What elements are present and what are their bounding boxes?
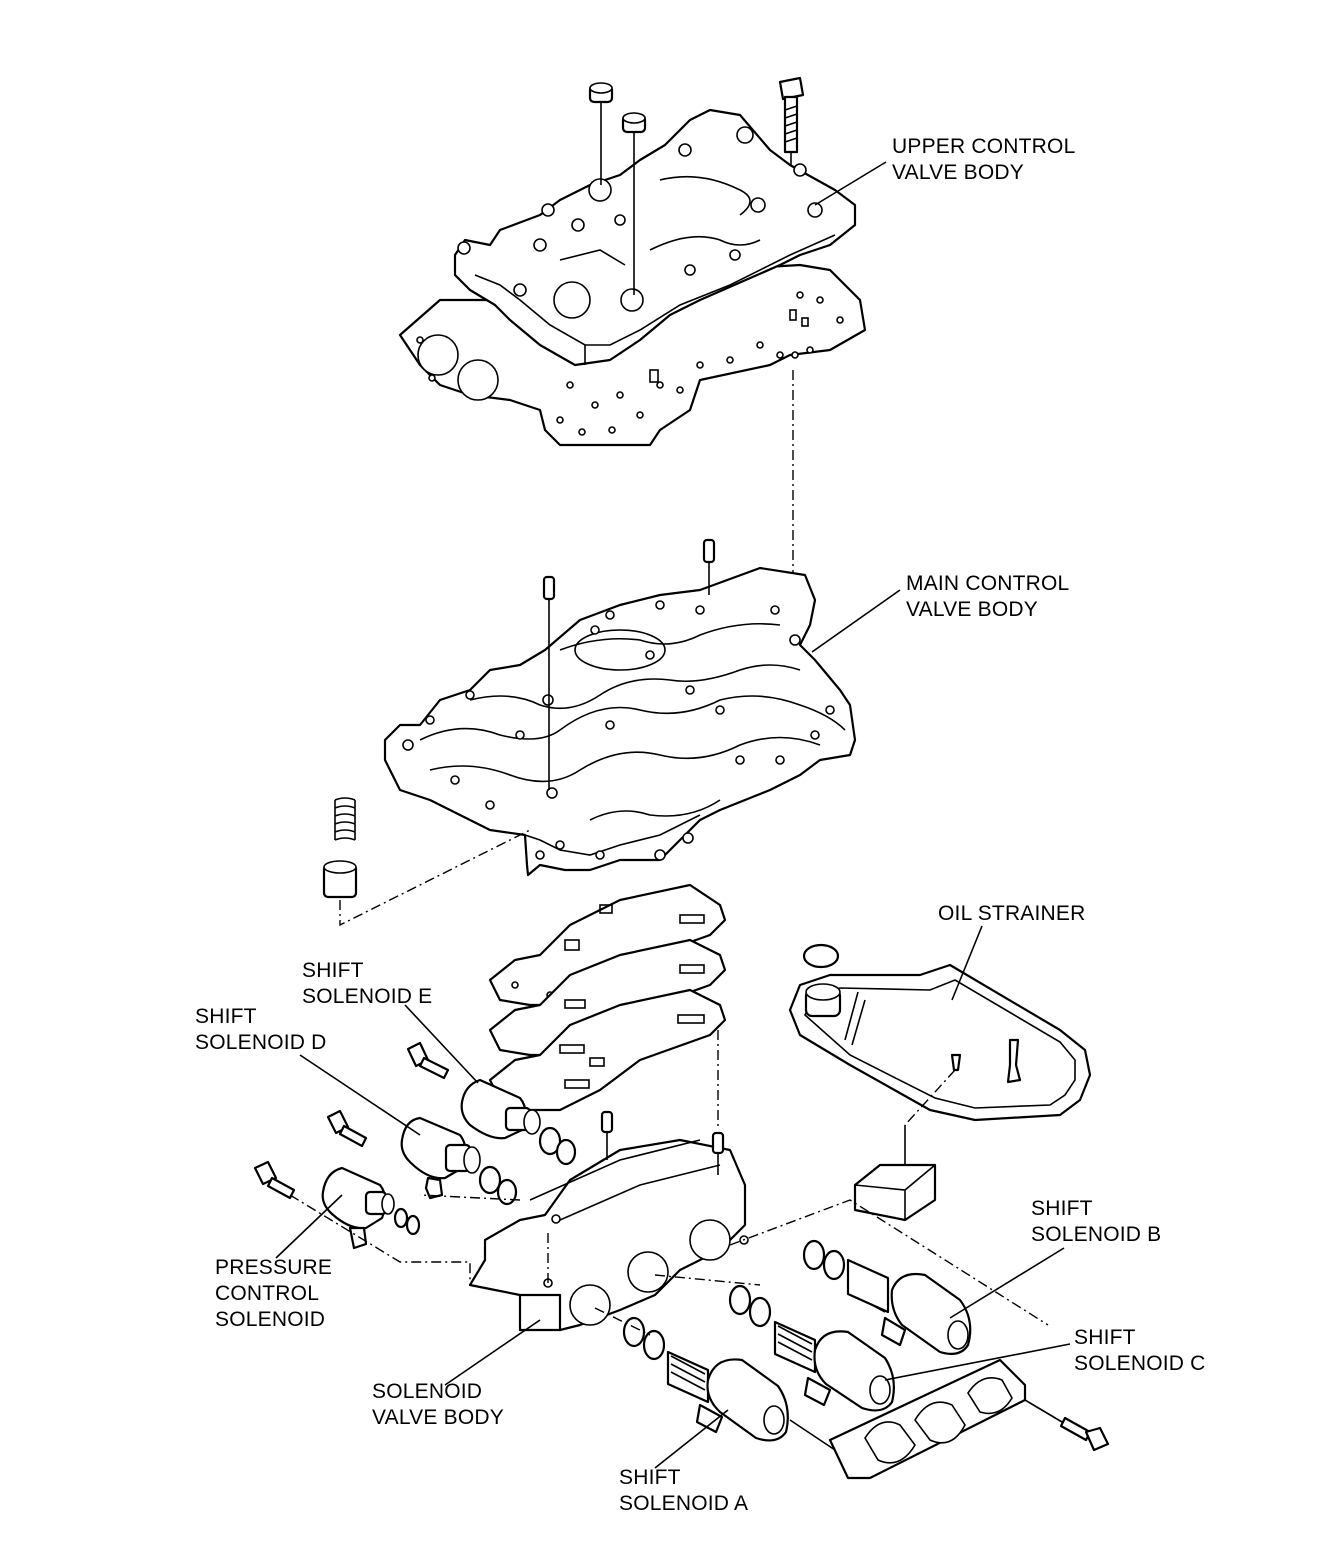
solenoid-valve-body — [468, 1138, 749, 1332]
bracket-bolt — [1059, 1416, 1110, 1452]
label-line: SHIFT — [302, 959, 364, 982]
label-line: SOLENOID C — [1074, 1352, 1206, 1375]
gasket-3 — [488, 988, 727, 1112]
main-control-valve-body — [383, 566, 857, 877]
label-line: VALVE BODY — [892, 161, 1024, 184]
label-line: SOLENOID A — [619, 1492, 749, 1515]
label-line: PRESSURE — [215, 1256, 333, 1279]
solenoid-body-pin-2 — [711, 1131, 725, 1155]
pressure-control-solenoid-bolt — [253, 1160, 296, 1200]
label-line: SOLENOID D — [195, 1031, 327, 1054]
label-shift-solenoid-b: SHIFT SOLENOID B — [1031, 1196, 1161, 1248]
pressure-control-solenoid — [321, 1166, 395, 1250]
label-line: VALVE BODY — [372, 1406, 504, 1429]
pressure-control-solenoid-o-rings — [393, 1207, 421, 1236]
shift-solenoid-e-o-rings — [538, 1126, 577, 1166]
upper-control-valve-body — [453, 108, 857, 367]
shift-solenoid-c — [773, 1320, 895, 1412]
shift-solenoid-e-bolt — [406, 1041, 450, 1080]
label-line: SOLENOID B — [1031, 1223, 1162, 1246]
solenoid-retainer-bracket — [828, 1358, 1027, 1480]
spring — [334, 797, 356, 841]
label-solenoid-valve-body: SOLENOID VALVE BODY — [372, 1379, 504, 1431]
label-shift-solenoid-a: SHIFT SOLENOID A — [619, 1465, 748, 1517]
shift-solenoid-c-o-rings — [728, 1284, 772, 1328]
label-pressure-control-solenoid: PRESSURE CONTROL SOLENOID — [215, 1255, 332, 1333]
spring-retainer — [322, 860, 358, 899]
label-line: SHIFT — [1031, 1197, 1093, 1220]
shift-solenoid-a — [666, 1350, 789, 1442]
label-line: SHIFT — [1074, 1326, 1136, 1349]
shift-solenoid-b — [846, 1258, 972, 1355]
main-body-pin-1 — [542, 575, 556, 601]
upper-body-collar-2 — [621, 112, 647, 134]
label-line: UPPER CONTROL — [892, 135, 1076, 158]
shift-solenoid-a-o-rings — [622, 1316, 666, 1361]
shift-solenoid-d-bolt — [326, 1109, 368, 1148]
strainer-filter-element — [853, 1163, 937, 1222]
oil-strainer — [788, 963, 1092, 1122]
label-oil-strainer: OIL STRAINER — [938, 901, 1085, 927]
label-line: SOLENOID — [372, 1380, 483, 1403]
label-line: CONTROL — [215, 1282, 320, 1305]
label-line: SOLENOID E — [302, 985, 433, 1008]
upper-body-bolt — [778, 76, 805, 154]
label-line: SHIFT — [195, 1005, 257, 1028]
label-line: MAIN CONTROL — [906, 572, 1070, 595]
label-shift-solenoid-d: SHIFT SOLENOID D — [195, 1004, 327, 1056]
shift-solenoid-e — [460, 1078, 541, 1140]
main-body-pin-2 — [702, 538, 716, 564]
label-line: OIL STRAINER — [938, 902, 1086, 925]
label-line: VALVE BODY — [906, 598, 1038, 621]
shift-solenoid-d-o-rings — [478, 1165, 518, 1206]
upper-body-collar-1 — [588, 82, 614, 104]
label-upper-control-valve-body: UPPER CONTROL VALVE BODY — [892, 134, 1075, 186]
label-shift-solenoid-e: SHIFT SOLENOID E — [302, 958, 432, 1010]
label-line: SOLENOID — [215, 1308, 326, 1331]
label-line: SHIFT — [619, 1466, 681, 1489]
strainer-o-ring — [802, 943, 840, 969]
label-shift-solenoid-c: SHIFT SOLENOID C — [1074, 1325, 1206, 1377]
shift-solenoid-b-o-rings — [802, 1239, 846, 1281]
solenoid-body-pin-1 — [600, 1110, 614, 1134]
label-main-control-valve-body: MAIN CONTROL VALVE BODY — [906, 571, 1069, 623]
